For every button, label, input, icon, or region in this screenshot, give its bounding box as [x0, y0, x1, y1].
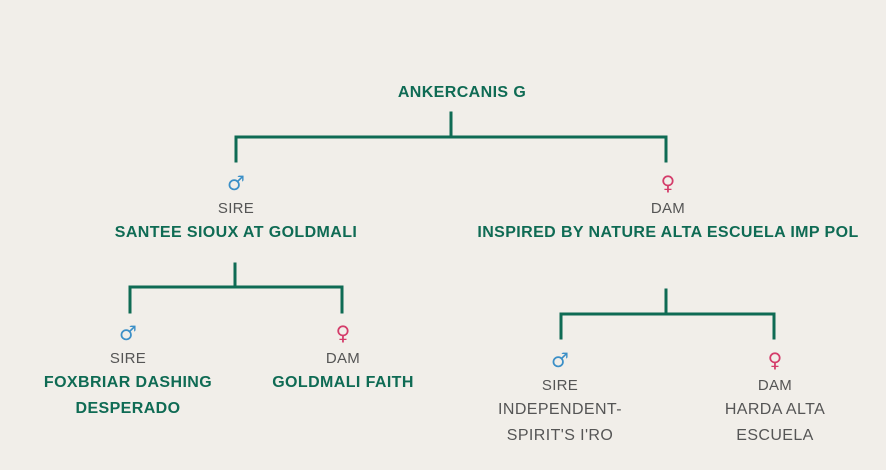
sire-dam-node: ♀ DAM GOLDMALI FAITH	[238, 322, 448, 396]
sire-sire-role-label: SIRE	[109, 350, 147, 367]
dam-name: INSPIRED BY NATURE ALTA ESCUELA IMP POL	[477, 224, 859, 241]
female-symbol-icon: ♀	[767, 348, 783, 372]
dam-sire-node: ♂ SIRE INDEPENDENT-SPIRIT'S I'RO	[480, 349, 640, 449]
sire-sire-name: FOXBRIAR DASHING DESPERADO	[43, 374, 213, 417]
dam-dam-role-label: DAM	[757, 377, 793, 394]
dam-dam-node: ♀ DAM HARDA ALTA ESCUELA	[710, 349, 840, 449]
sire-name: SANTEE SIOUX AT GOLDMALI	[114, 224, 358, 241]
male-symbol-icon: ♂	[551, 348, 569, 372]
root-connector	[234, 111, 668, 163]
sire-sire-node: ♂ SIRE FOXBRIAR DASHING DESPERADO	[31, 322, 226, 422]
male-symbol-icon: ♂	[119, 321, 137, 345]
dam-branch-connector	[559, 288, 776, 340]
sire-dam-name: GOLDMALI FAITH	[272, 374, 414, 391]
subject-node: ANKERCANIS G	[312, 78, 612, 106]
female-symbol-icon: ♀	[335, 321, 351, 345]
dam-sire-role-label: SIRE	[541, 377, 579, 394]
dam-role-label: DAM	[650, 200, 686, 217]
sire-dam-role-label: DAM	[325, 350, 361, 367]
male-symbol-icon: ♂	[227, 171, 245, 195]
sire-branch-connector	[128, 262, 344, 314]
subject-name: ANKERCANIS G	[397, 84, 527, 101]
dam-sire-name: INDEPENDENT-SPIRIT'S I'RO	[498, 401, 622, 444]
dam-node: ♀ DAM INSPIRED BY NATURE ALTA ESCUELA IM…	[473, 172, 863, 246]
sire-node: ♂ SIRE SANTEE SIOUX AT GOLDMALI	[71, 172, 401, 246]
dam-dam-name: HARDA ALTA ESCUELA	[724, 401, 826, 444]
sire-role-label: SIRE	[217, 200, 255, 217]
female-symbol-icon: ♀	[660, 171, 676, 195]
